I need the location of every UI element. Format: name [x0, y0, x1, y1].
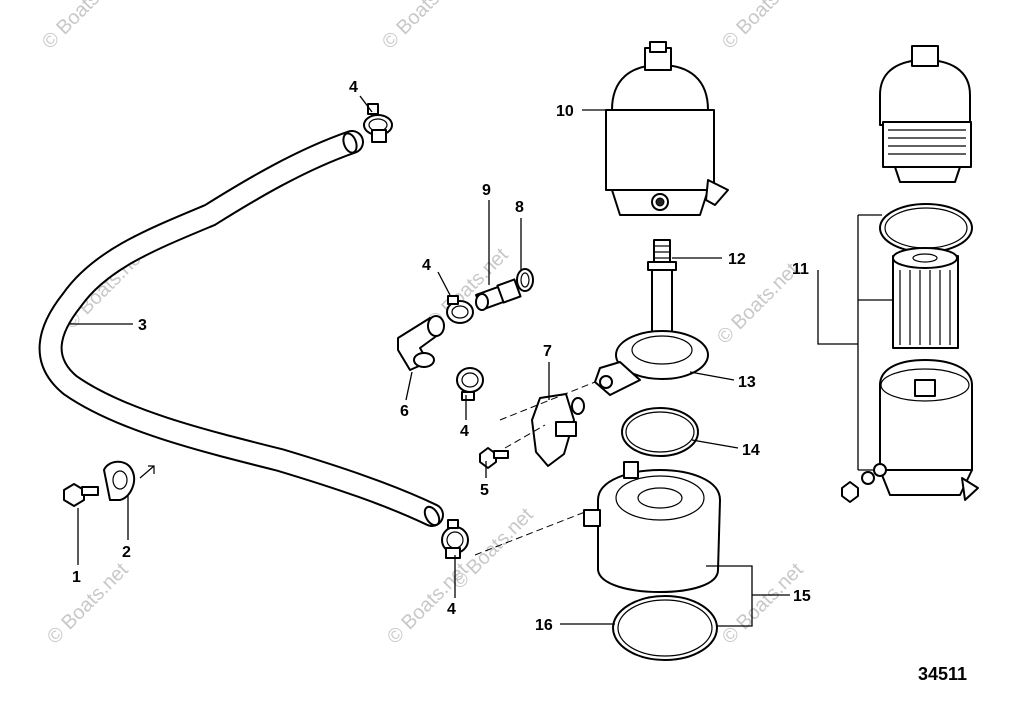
watermark: © Boats.net — [43, 559, 133, 649]
watermark: © Boats.net — [718, 0, 808, 54]
bolt-1 — [63, 483, 99, 507]
hose-clamp-middle-upper — [446, 295, 474, 324]
callout-5: 5 — [480, 482, 489, 499]
filter-cap — [605, 41, 729, 216]
watermark: © Boats.net — [713, 259, 803, 349]
callout-6: 6 — [400, 403, 409, 420]
callout-2: 2 — [122, 544, 131, 561]
elbow-fitting — [397, 315, 445, 371]
hose-clamp-bottom — [441, 519, 469, 559]
callout-4-middle-lower: 4 — [460, 423, 469, 440]
fitting — [475, 278, 522, 311]
o-ring-14 — [621, 407, 699, 457]
callout-16: 16 — [535, 617, 553, 634]
callout-8: 8 — [515, 199, 524, 216]
callout-10: 10 — [556, 103, 574, 120]
watermark: © Boats.net — [38, 0, 128, 54]
assembly-line — [504, 424, 546, 449]
callout-11: 11 — [792, 261, 809, 278]
callout-4-middle-upper: 4 — [422, 257, 431, 274]
watermark: © Boats.net — [378, 0, 468, 54]
callout-7: 7 — [543, 343, 552, 360]
sensor — [531, 393, 585, 467]
callout-12: 12 — [728, 251, 746, 268]
filter-adapter — [594, 330, 709, 396]
standpipe — [647, 239, 677, 343]
callout-4-top: 4 — [349, 79, 358, 96]
leader-lines — [70, 95, 893, 627]
callout-9: 9 — [482, 182, 491, 199]
assembly-line — [474, 511, 586, 556]
filter-assembly — [841, 45, 979, 503]
hose — [38, 130, 444, 527]
hose-clip — [103, 460, 155, 501]
callout-13: 13 — [738, 374, 756, 391]
screw-5 — [479, 447, 509, 469]
callout-4-bottom: 4 — [447, 601, 456, 618]
callout-15: 15 — [793, 588, 811, 605]
oil-cooler — [583, 461, 721, 593]
callouts: 1 2 3 4 4 4 4 5 6 7 8 9 10 11 12 13 14 1… — [72, 79, 811, 634]
callout-3: 3 — [138, 317, 147, 334]
o-ring-16 — [612, 595, 718, 661]
callout-14: 14 — [742, 442, 760, 459]
hose-clamp-top — [363, 103, 393, 143]
assembly-line — [499, 379, 601, 421]
callout-1: 1 — [72, 569, 81, 586]
hose-clamp-middle-lower — [456, 367, 484, 401]
o-ring-8 — [516, 268, 534, 292]
diagram-number: 34511 — [918, 664, 967, 684]
